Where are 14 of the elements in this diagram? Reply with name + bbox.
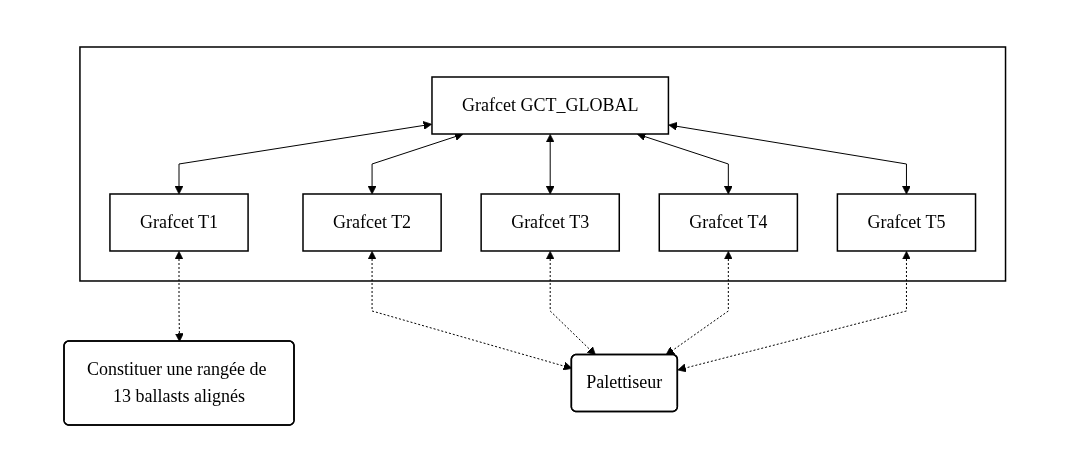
- node-box: Grafcet GCT_GLOBAL: [431, 75, 670, 135]
- node-box: Grafcet T2: [302, 192, 443, 252]
- arrow: [174, 250, 184, 342]
- arrow: [677, 250, 912, 372]
- arrow: [668, 121, 912, 194]
- node-box: Grafcet T3: [480, 192, 621, 252]
- node-box: Grafcet T5: [836, 192, 977, 252]
- node-box: Grafcet T1: [109, 192, 250, 252]
- arrow: [546, 250, 597, 355]
- arrow: [174, 120, 433, 194]
- arrow: [546, 133, 555, 194]
- node-box: Grafcet T4: [658, 192, 799, 252]
- arrow: [665, 250, 733, 355]
- cluster: [79, 45, 1007, 282]
